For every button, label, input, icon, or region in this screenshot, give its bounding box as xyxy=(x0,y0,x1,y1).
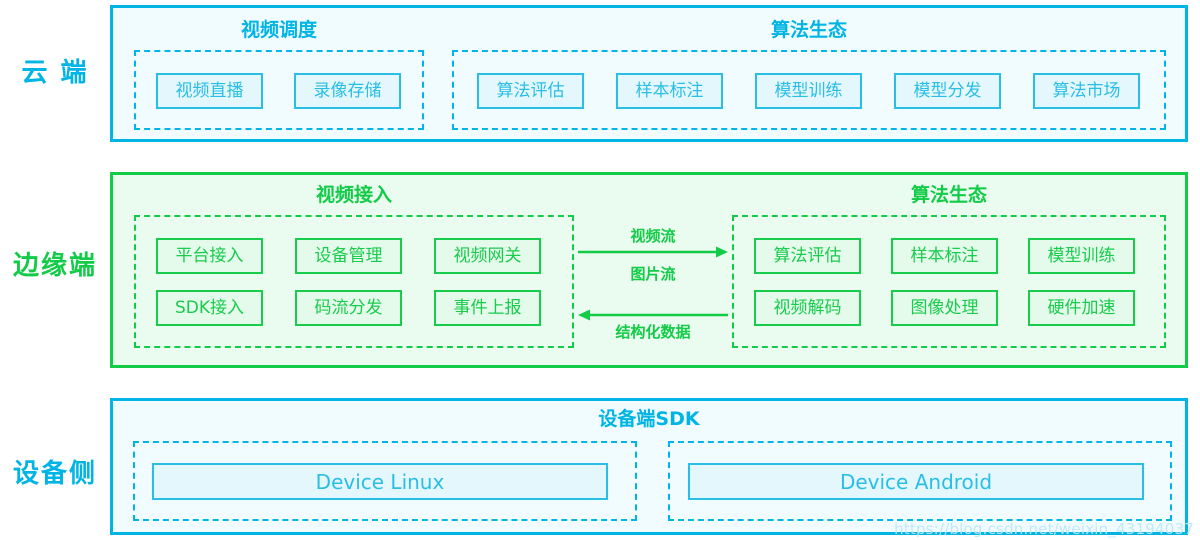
group-title-edge-algorithm-ecosystem: 算法生态 xyxy=(910,184,987,206)
chip-edge-hardware-accel[interactable]: 硬件加速 xyxy=(1028,290,1135,326)
chip-cloud-algo-market[interactable]: 算法市场 xyxy=(1033,73,1140,109)
group-title-cloud-algorithm-ecosystem: 算法生态 xyxy=(770,19,847,41)
group-title-device-sdk: 设备端SDK xyxy=(598,408,700,430)
chip-edge-sample-label[interactable]: 样本标注 xyxy=(891,238,998,274)
flow-label-video-stream: 视频流 xyxy=(630,227,676,245)
chip-cloud-algo-eval[interactable]: 算法评估 xyxy=(477,73,584,109)
layer-label-cloud: 云 端 xyxy=(21,58,89,88)
chip-device-linux[interactable]: Device Linux xyxy=(152,463,608,500)
layer-edge xyxy=(110,172,1188,368)
group-box-cloud-algorithm-ecosystem xyxy=(452,50,1166,130)
chip-edge-algo-eval[interactable]: 算法评估 xyxy=(754,238,861,274)
group-box-video-scheduling xyxy=(134,50,424,130)
layer-label-device: 设备侧 xyxy=(12,459,97,489)
chip-cloud-video-live[interactable]: 视频直播 xyxy=(156,73,263,109)
chip-cloud-sample-label[interactable]: 样本标注 xyxy=(616,73,723,109)
chip-cloud-model-distribute[interactable]: 模型分发 xyxy=(894,73,1001,109)
layer-label-edge: 边缘端 xyxy=(12,251,97,281)
chip-edge-video-decode[interactable]: 视频解码 xyxy=(754,290,861,326)
chip-edge-event-report[interactable]: 事件上报 xyxy=(434,290,541,326)
group-box-edge-algorithm-ecosystem xyxy=(732,215,1166,348)
chip-cloud-model-train[interactable]: 模型训练 xyxy=(755,73,862,109)
watermark-text: https://blog.csdn.net/weixin_43194037 xyxy=(894,520,1194,538)
flow-arrows xyxy=(578,246,728,321)
group-box-video-access xyxy=(134,215,574,348)
chip-edge-model-train[interactable]: 模型训练 xyxy=(1028,238,1135,274)
group-title-video-scheduling: 视频调度 xyxy=(240,19,317,41)
chip-edge-video-gateway[interactable]: 视频网关 xyxy=(434,238,541,274)
flow-label-structured-data: 结构化数据 xyxy=(615,323,691,341)
chip-edge-platform-access[interactable]: 平台接入 xyxy=(156,238,263,274)
group-box-device-android xyxy=(668,441,1172,521)
flow-label-image-stream: 图片流 xyxy=(630,265,676,283)
chip-edge-sdk-access[interactable]: SDK接入 xyxy=(156,290,263,326)
chip-edge-stream-distribute[interactable]: 码流分发 xyxy=(295,290,402,326)
chip-edge-device-manage[interactable]: 设备管理 xyxy=(295,238,402,274)
chip-cloud-video-storage[interactable]: 录像存储 xyxy=(294,73,401,109)
chip-device-android[interactable]: Device Android xyxy=(688,463,1144,500)
chip-edge-image-process[interactable]: 图像处理 xyxy=(891,290,998,326)
group-title-video-access: 视频接入 xyxy=(315,184,392,206)
group-box-device-linux xyxy=(133,441,637,521)
